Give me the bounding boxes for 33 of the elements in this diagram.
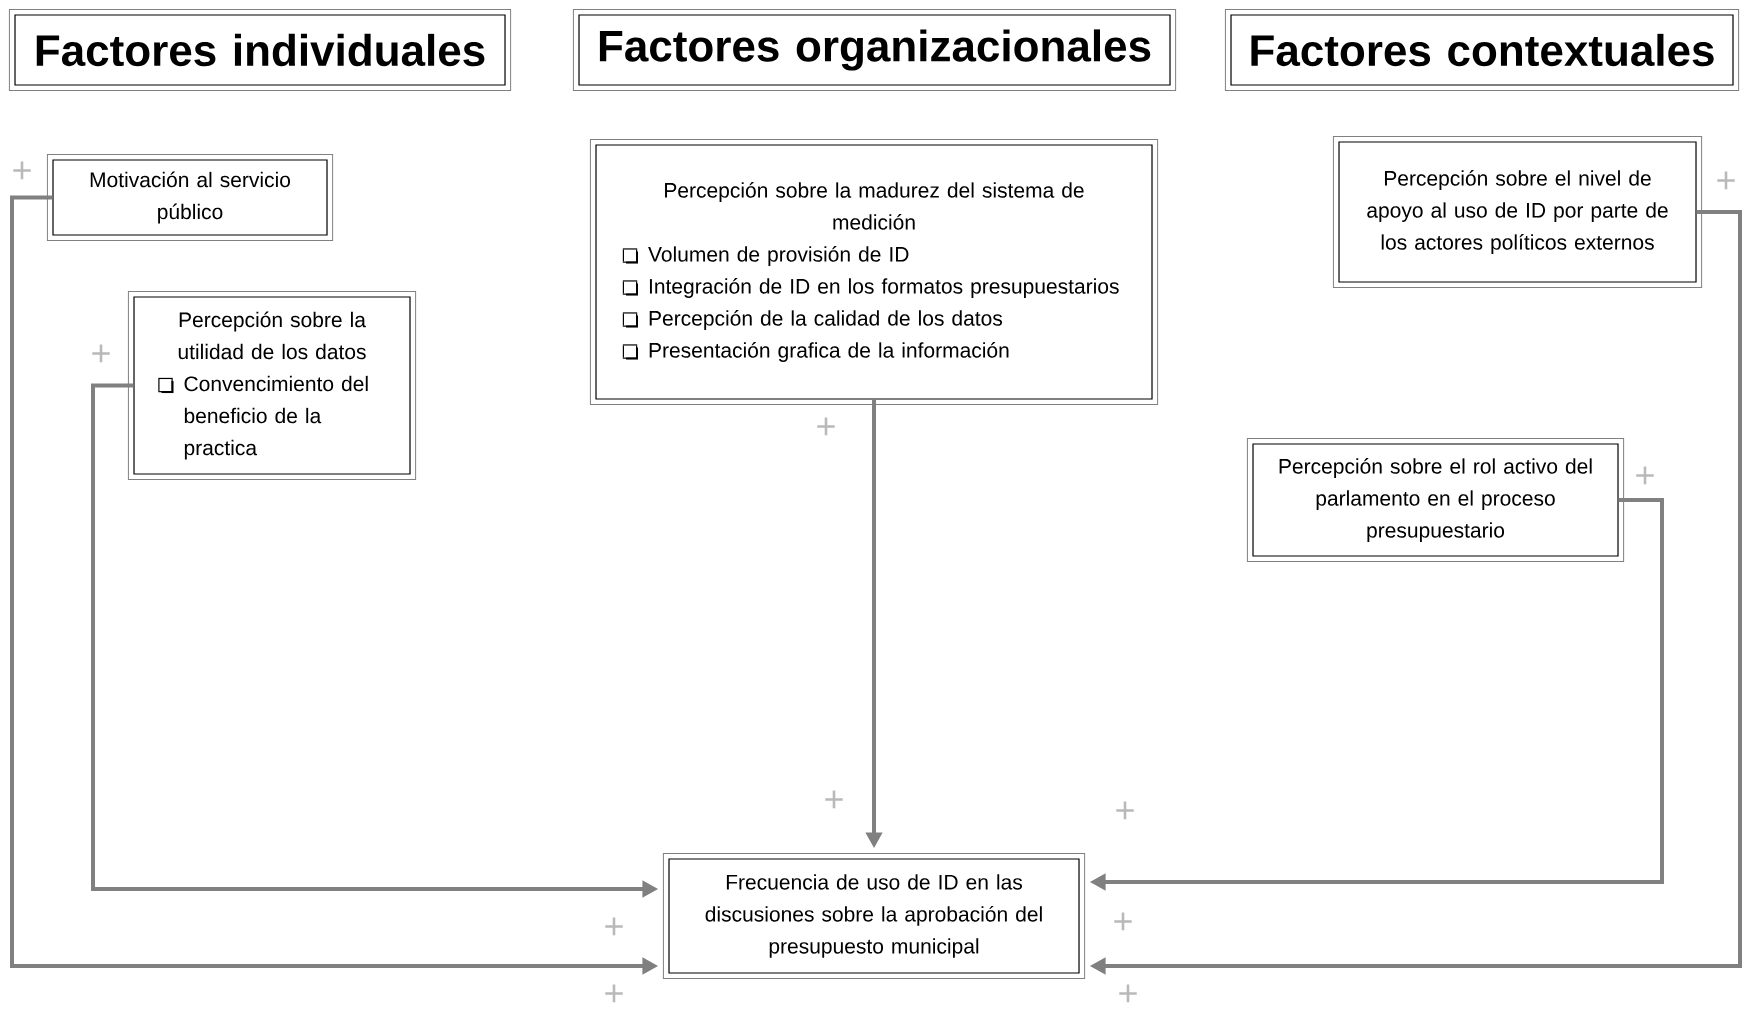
box-text: Frecuencia de uso de ID en las discusiones sobre la aprobación del presupuesto municipal: [705, 874, 1042, 958]
list-item: Percepción de la calidad de los datos: [649, 310, 1003, 330]
plus-sign: +: [1717, 171, 1735, 190]
factor-box: [1246, 437, 1625, 563]
plus-sign: +: [825, 790, 843, 809]
box-text: Percepción sobre la utilidad de los datos: [178, 311, 366, 360]
plus-sign: +: [605, 984, 623, 1003]
list-item: Volumen de provisión de ID: [648, 246, 909, 266]
list-item: Convencimiento del beneficio de la practica: [184, 375, 368, 460]
heading: Factores organizacionales: [599, 29, 1151, 71]
plus-sign: +: [1116, 801, 1134, 820]
plus-sign: +: [1114, 912, 1132, 931]
plus-sign: +: [13, 161, 31, 180]
box-text: Percepción sobre el rol activo del parlamento en el proceso presupuestario: [1279, 458, 1592, 542]
factor-box: [46, 153, 334, 242]
list-item: Integración de ID en los formatos presupuestarios: [649, 278, 1119, 298]
list-item: Presentación grafica de la información: [649, 342, 1009, 362]
box-text: Percepción sobre la madurez del sistema de medición: [665, 182, 1084, 230]
box-text: Percepción sobre el nivel de apoyo al uso de ID por parte de los actores políticos externos: [1367, 170, 1668, 254]
header-box: [572, 8, 1177, 92]
box-text: Motivación al servicio público: [90, 171, 290, 224]
factor-box: [662, 852, 1086, 980]
header-box: [8, 8, 512, 92]
plus-sign: +: [1119, 984, 1137, 1003]
header-box: [1224, 8, 1740, 92]
plus-sign: +: [605, 917, 623, 936]
heading: Factores individuales: [36, 33, 485, 67]
factor-box: [589, 138, 1159, 406]
factor-box: [127, 290, 417, 481]
plus-sign: +: [1636, 466, 1654, 485]
factor-box: [1332, 135, 1703, 289]
plus-sign: +: [92, 344, 110, 363]
heading: Factores contextuales: [1251, 33, 1714, 67]
